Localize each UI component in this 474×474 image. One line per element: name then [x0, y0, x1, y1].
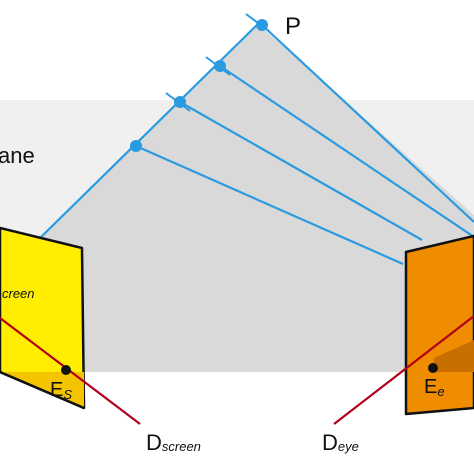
e-eye-main: E — [424, 376, 437, 398]
axis-point-3 — [174, 96, 186, 108]
e-eye-label: Ee — [424, 376, 445, 399]
axis-point-4 — [130, 140, 142, 152]
e-eye-subscript: e — [437, 384, 444, 399]
e-screen-label: ES — [50, 379, 72, 402]
axis-point-2 — [214, 60, 226, 72]
d-eye-label: Deye — [322, 430, 359, 455]
ray-4 — [135, 144, 404, 266]
d-eye-subscript: eye — [338, 439, 359, 454]
screen-panel-label: creen — [2, 286, 35, 301]
plane-label: ane — [0, 143, 35, 168]
eye-panel-shadow — [434, 340, 474, 372]
d-screen-main: D — [146, 430, 162, 455]
projection-axis-line — [39, 19, 263, 239]
screen-panel-edge — [0, 370, 85, 410]
point-p-label: P — [285, 13, 301, 40]
e-eye-point — [428, 363, 438, 373]
d-eye-line — [333, 315, 474, 425]
e-screen-point — [61, 365, 71, 375]
e-screen-subscript: S — [63, 387, 72, 402]
ray-3 — [179, 101, 423, 241]
d-eye-main: D — [322, 430, 338, 455]
d-screen-label: Dscreen — [146, 430, 201, 455]
e-screen-main: E — [50, 379, 63, 401]
d-screen-subscript: screen — [162, 439, 201, 454]
point-p — [256, 19, 268, 31]
ray-1 — [261, 24, 474, 223]
ray-2 — [219, 65, 474, 238]
